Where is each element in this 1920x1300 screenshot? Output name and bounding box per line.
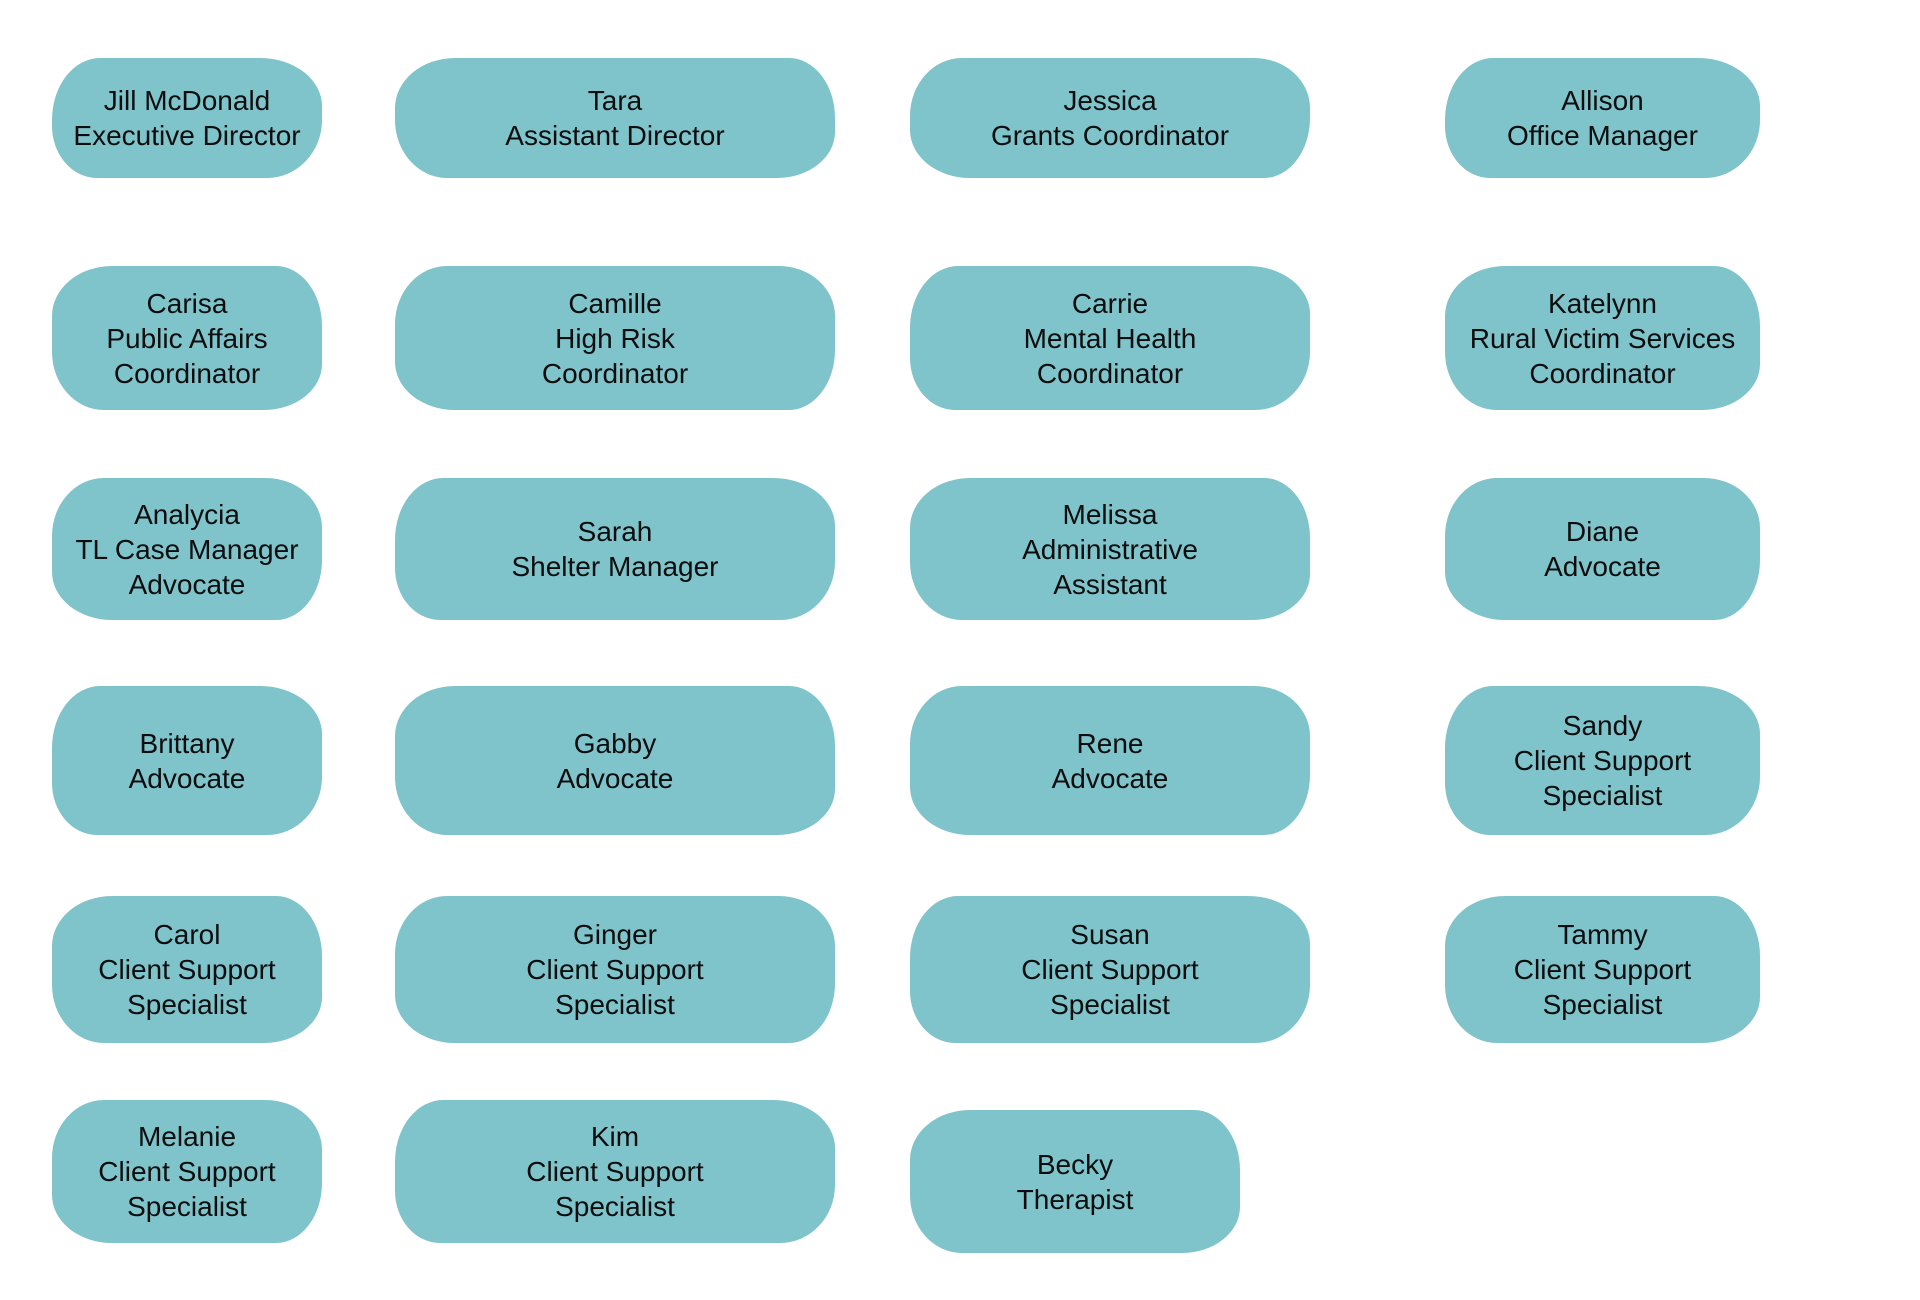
person-title: Client Support: [526, 1156, 704, 1187]
card-rene: Rene Advocate: [910, 686, 1310, 835]
person-name: Katelynn: [1548, 287, 1657, 319]
card-gabby: Gabby Advocate: [395, 686, 835, 835]
person-title: Client Support: [98, 954, 276, 985]
person-title: Executive Director: [73, 120, 301, 151]
person-name: Melanie: [137, 1121, 237, 1152]
person-title: TL Case Manager: [75, 533, 299, 565]
card-kim: Kim Client Support Specialist: [395, 1100, 835, 1243]
person-title: Assistant Director: [505, 120, 725, 151]
person-title: High Risk: [555, 322, 675, 354]
person-title: Advocate: [1051, 762, 1169, 794]
person-title: Client Support: [1513, 954, 1692, 985]
card-jessica: Jessica Grants Coordinator: [910, 58, 1310, 178]
person-name: Ginger: [572, 919, 658, 950]
person-title: Advocate: [128, 762, 246, 794]
card-sarah: Sarah Shelter Manager: [395, 478, 835, 620]
person-title-line-2: Advocate: [128, 568, 246, 600]
card-melanie: Melanie Client Support Specialist: [52, 1100, 322, 1243]
card-tammy: Tammy Client Support Specialist: [1445, 896, 1760, 1043]
card-carrie: Carrie Mental Health Coordinator: [910, 266, 1310, 410]
card-jill-mcdonald: Jill McDonald Executive Director: [52, 58, 322, 178]
person-title-line-2: Coordinator: [1036, 357, 1184, 389]
person-title: Rural Victim Services: [1469, 322, 1736, 354]
person-title: Therapist: [1016, 1183, 1134, 1215]
person-name: Carrie: [1071, 287, 1149, 319]
person-title: Grants Coordinator: [990, 120, 1230, 151]
card-diane: Diane Advocate: [1445, 478, 1760, 620]
person-name: Becky: [1036, 1148, 1114, 1180]
person-title: Client Support: [526, 954, 704, 985]
person-name: Sarah: [577, 516, 653, 547]
person-title-line-2: Specialist: [555, 1191, 675, 1222]
person-name: Diane: [1565, 516, 1640, 547]
person-name: Tammy: [1557, 919, 1648, 950]
person-title-line-2: Specialist: [1542, 989, 1663, 1020]
card-carol: Carol Client Support Specialist: [52, 896, 322, 1043]
person-title-line-2: Assistant: [1053, 568, 1167, 600]
person-name: Jessica: [1063, 85, 1157, 116]
person-title-line-2: Specialist: [1542, 780, 1663, 811]
person-title: Client Support: [98, 1156, 276, 1187]
person-title: Public Affairs: [106, 322, 268, 354]
person-name: Jill McDonald: [103, 85, 271, 116]
card-allison: Allison Office Manager: [1445, 58, 1760, 178]
person-name: Analycia: [134, 498, 240, 530]
person-name: Kim: [590, 1121, 640, 1152]
card-brittany: Brittany Advocate: [52, 686, 322, 835]
person-name: Melissa: [1062, 498, 1158, 530]
card-analycia: Analycia TL Case Manager Advocate: [52, 478, 322, 620]
person-title: Shelter Manager: [511, 551, 719, 582]
person-name: Camille: [568, 287, 662, 319]
person-title: Advocate: [556, 762, 674, 794]
card-melissa: Melissa Administrative Assistant: [910, 478, 1310, 620]
person-title-line-2: Specialist: [1050, 989, 1170, 1020]
person-title: Office Manager: [1507, 120, 1698, 151]
person-title-line-2: Specialist: [127, 1191, 247, 1222]
person-name: Tara: [587, 85, 643, 116]
person-title: Mental Health: [1023, 322, 1197, 354]
person-name: Brittany: [139, 727, 235, 759]
person-title-line-2: Specialist: [555, 989, 675, 1020]
person-name: Susan: [1070, 919, 1150, 950]
person-title: Client Support: [1513, 745, 1692, 776]
person-title-line-2: Coordinator: [113, 357, 261, 389]
person-name: Carisa: [146, 287, 228, 319]
card-becky: Becky Therapist: [910, 1110, 1240, 1253]
person-name: Rene: [1076, 727, 1144, 759]
person-title: Advocate: [1544, 551, 1661, 582]
card-katelynn: Katelynn Rural Victim Services Coordinat…: [1445, 266, 1760, 410]
card-sandy: Sandy Client Support Specialist: [1445, 686, 1760, 835]
person-title-line-2: Coordinator: [1529, 357, 1676, 389]
card-ginger: Ginger Client Support Specialist: [395, 896, 835, 1043]
person-title-line-2: Specialist: [127, 989, 247, 1020]
person-title: Client Support: [1021, 954, 1199, 985]
person-name: Gabby: [573, 727, 657, 759]
person-name: Allison: [1561, 85, 1644, 116]
card-tara: Tara Assistant Director: [395, 58, 835, 178]
person-name: Carol: [153, 919, 221, 950]
card-camille: Camille High Risk Coordinator: [395, 266, 835, 410]
card-carisa: Carisa Public Affairs Coordinator: [52, 266, 322, 410]
person-name: Sandy: [1562, 710, 1643, 741]
person-title: Administrative: [1022, 533, 1198, 565]
person-title-line-2: Coordinator: [541, 357, 689, 389]
card-susan: Susan Client Support Specialist: [910, 896, 1310, 1043]
